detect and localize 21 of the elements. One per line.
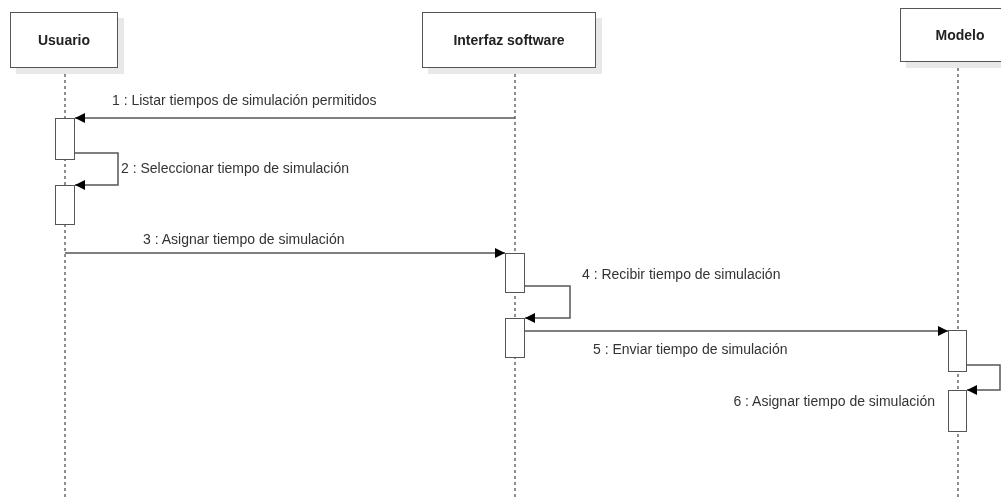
message-arrow (74, 152, 119, 190)
edge-label: 1 : Listar tiempos de simulación permitidos (112, 92, 377, 108)
edge-label: 2 : Seleccionar tiempo de simulación (121, 160, 349, 176)
activation-bar (948, 330, 967, 372)
edge-label: 3 : Asignar tiempo de simulación (143, 231, 345, 247)
participant-name: Usuario (37, 32, 91, 48)
message-arrow (74, 113, 516, 123)
message-arrow (524, 285, 571, 323)
participant-name: Interfaz software (453, 32, 565, 48)
activation-bar (948, 390, 967, 432)
participant-name: Modelo (935, 27, 985, 43)
activation-bar (505, 253, 525, 293)
activation-bar (505, 318, 525, 358)
message-arrow (966, 364, 1001, 395)
message-arrow (524, 326, 949, 336)
edge-label: 4 : Recibir tiempo de simulación (582, 266, 781, 282)
message-arrow (64, 248, 506, 258)
activation-bar (55, 185, 75, 225)
activation-bar (55, 118, 75, 160)
edge-label: 5 : Enviar tiempo de simulación (593, 341, 788, 357)
edge-label: 6 : Asignar tiempo de simulación (733, 393, 935, 409)
